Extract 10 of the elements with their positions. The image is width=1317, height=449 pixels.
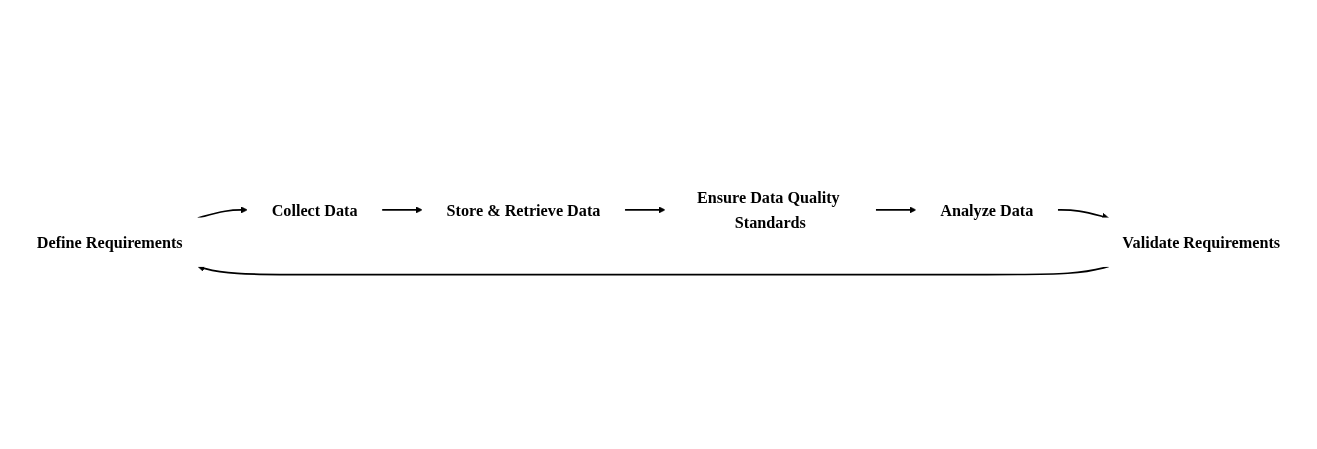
node-text: Store & Retrieve Data — [446, 201, 601, 220]
arrow — [874, 206, 917, 214]
node-text: Validate Requirements — [1122, 233, 1281, 252]
arrow — [380, 206, 423, 214]
node-text: Define Requirements — [36, 233, 183, 252]
arrow — [197, 206, 248, 220]
node-text: Analyze Data — [940, 201, 1034, 220]
arrow — [623, 206, 666, 214]
node-text: Ensure Data Quality Standards — [696, 189, 840, 232]
node-text: Collect Data — [271, 201, 358, 220]
